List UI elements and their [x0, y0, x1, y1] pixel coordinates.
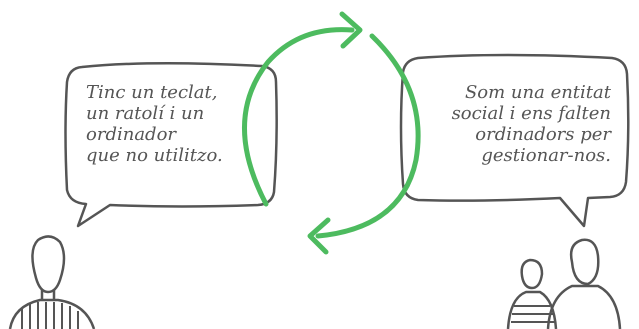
right-short-person-body [506, 290, 558, 329]
left-person-shirt-stripes [21, 302, 79, 329]
cycle-arrows-icon [242, 11, 421, 255]
left-bubble-line: ordinador [86, 124, 177, 145]
right-short-person-shirt-stripes [511, 305, 555, 323]
top-cycle-arrow [242, 27, 355, 207]
top-arrow-head [339, 11, 363, 49]
right-bubble-line: social i ens falten [451, 103, 611, 124]
person-left-icon [8, 235, 96, 329]
bottom-cycle-arrow [315, 33, 421, 239]
right-bubble-text: Som una entitat social i ens falten ordi… [433, 82, 611, 166]
left-bubble-line: un ratolí i un [86, 103, 205, 124]
left-person-head [31, 235, 66, 294]
person-pair-right-icon [506, 238, 622, 329]
right-bubble-line: ordinadors per [475, 124, 611, 145]
right-tall-person-head [569, 238, 600, 286]
bottom-arrow-head [307, 217, 331, 255]
left-person-neck [40, 290, 56, 300]
right-short-person-head [520, 258, 544, 290]
right-bubble-line: Som una entitat [464, 82, 611, 103]
right-tall-person-body [546, 284, 622, 329]
left-person-torso [8, 298, 96, 329]
left-bubble-line: Tinc un teclat, [86, 82, 218, 103]
right-speech-bubble [399, 53, 630, 228]
right-bubble-line: gestionar-nos. [481, 145, 611, 166]
left-bubble-line: que no utilitzo. [86, 145, 223, 166]
left-bubble-text: Tinc un teclat, un ratolí i un ordinador… [86, 82, 223, 166]
